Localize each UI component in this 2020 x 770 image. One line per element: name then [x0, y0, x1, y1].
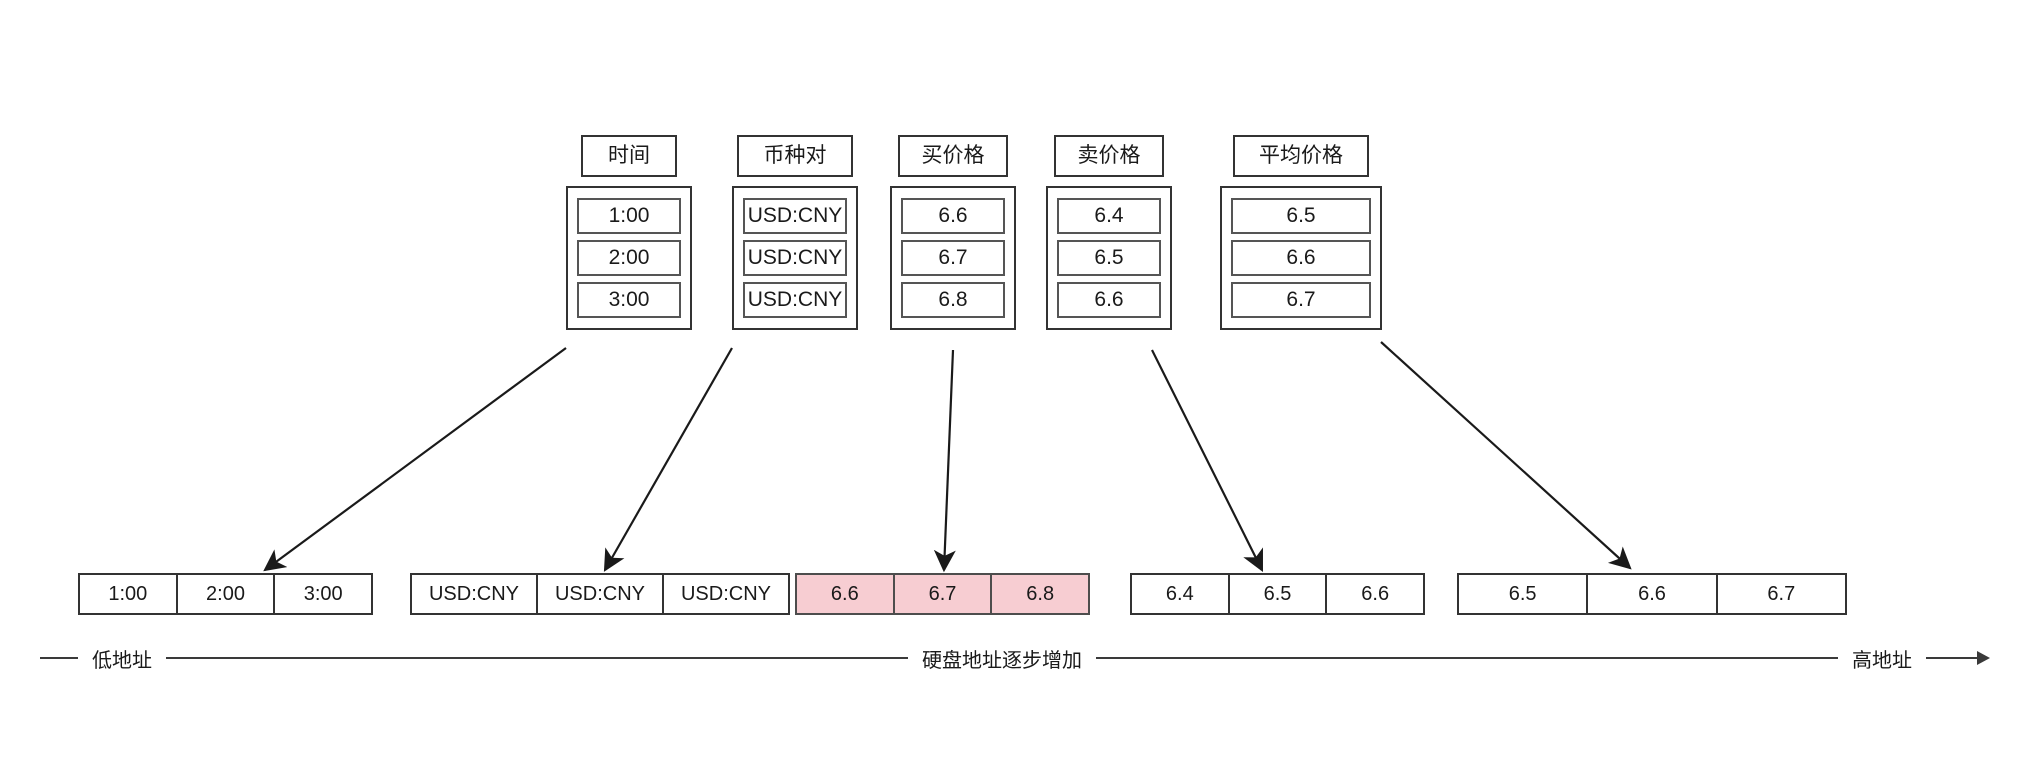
disk-cell: 6.7 — [894, 575, 993, 613]
axis-label-low-address: 低地址 — [92, 649, 152, 672]
arrow-time-to-disk — [263, 347, 567, 572]
column-body-time: 1:00 2:00 3:00 — [566, 186, 692, 330]
column-body-ask-price: 6.4 6.5 6.6 — [1046, 186, 1172, 330]
disk-cell: 6.6 — [1588, 575, 1718, 613]
record-column-currency-pair: 币种对 USD:CNY USD:CNY USD:CNY — [732, 135, 858, 330]
column-cell: USD:CNY — [743, 240, 847, 276]
axis-line-segment — [1096, 657, 1838, 659]
disk-block-bid-price: 6.6 6.7 6.8 — [795, 573, 1090, 615]
column-header-ask-price: 卖价格 — [1054, 135, 1164, 177]
column-cell: 1:00 — [577, 198, 681, 234]
disk-cell: 6.5 — [1230, 575, 1328, 613]
disk-address-axis: 低地址 硬盘地址逐步增加 高地址 — [40, 641, 1990, 675]
axis-label-high-address: 高地址 — [1852, 649, 1912, 672]
axis-arrow-icon — [1977, 651, 1990, 665]
column-cell: 6.6 — [901, 198, 1005, 234]
axis-line-segment — [40, 657, 78, 659]
disk-cell: 6.7 — [1767, 583, 1796, 605]
disk-cell: 6.6 — [797, 575, 895, 613]
disk-block-time: 1:00 2:00 3:00 — [78, 573, 373, 615]
column-cell: 6.6 — [1231, 240, 1371, 276]
column-header-time: 时间 — [581, 135, 677, 177]
column-header-bid-price: 买价格 — [898, 135, 1008, 177]
arrow-bid-to-disk — [933, 349, 956, 573]
column-cell: 6.7 — [901, 240, 1005, 276]
record-column-bid-price: 买价格 6.6 6.7 6.8 — [890, 135, 1016, 330]
disk-block-currency-pair: USD:CNY USD:CNY USD:CNY — [410, 573, 790, 615]
column-cell: 6.4 — [1057, 198, 1161, 234]
column-body-bid-price: 6.6 6.7 6.8 — [890, 186, 1016, 330]
arrow-ask-to-disk — [1151, 349, 1263, 572]
column-header-average-price: 平均价格 — [1233, 135, 1369, 177]
disk-cell: USD:CNY — [412, 575, 538, 613]
column-cell: 6.7 — [1231, 282, 1371, 318]
disk-cell: 1:00 — [80, 575, 178, 613]
column-body-average-price: 6.5 6.6 6.7 — [1220, 186, 1382, 330]
column-cell: 6.8 — [901, 282, 1005, 318]
record-column-ask-price: 卖价格 6.4 6.5 6.6 — [1046, 135, 1172, 330]
axis-line-segment — [1926, 657, 1978, 659]
disk-cell: 6.4 — [1132, 575, 1230, 613]
column-cell: 6.6 — [1057, 282, 1161, 318]
column-cell: 6.5 — [1057, 240, 1161, 276]
record-column-time: 时间 1:00 2:00 3:00 — [566, 135, 692, 330]
disk-cell: 3:00 — [303, 583, 343, 605]
disk-cell: 6.6 — [1361, 583, 1390, 605]
column-header-currency-pair: 币种对 — [737, 135, 853, 177]
disk-cell: USD:CNY — [680, 583, 771, 605]
disk-cell: 6.5 — [1459, 575, 1589, 613]
axis-label-increasing-address: 硬盘地址逐步增加 — [922, 649, 1082, 672]
disk-block-average-price: 6.5 6.6 6.7 — [1457, 573, 1847, 615]
record-column-average-price: 平均价格 6.5 6.6 6.7 — [1220, 135, 1382, 330]
column-body-currency-pair: USD:CNY USD:CNY USD:CNY — [732, 186, 858, 330]
disk-cell: 6.8 — [992, 575, 1089, 613]
disk-block-ask-price: 6.4 6.5 6.6 — [1130, 573, 1425, 615]
column-cell: 2:00 — [577, 240, 681, 276]
column-cell: 3:00 — [577, 282, 681, 318]
column-cell: 6.5 — [1231, 198, 1371, 234]
column-cell: USD:CNY — [743, 198, 847, 234]
arrow-avg-to-disk — [1380, 341, 1632, 570]
disk-cell: 2:00 — [178, 575, 276, 613]
column-cell: USD:CNY — [743, 282, 847, 318]
disk-cell: USD:CNY — [538, 575, 664, 613]
axis-line-segment — [166, 657, 908, 659]
arrow-pair-to-disk — [603, 347, 733, 572]
